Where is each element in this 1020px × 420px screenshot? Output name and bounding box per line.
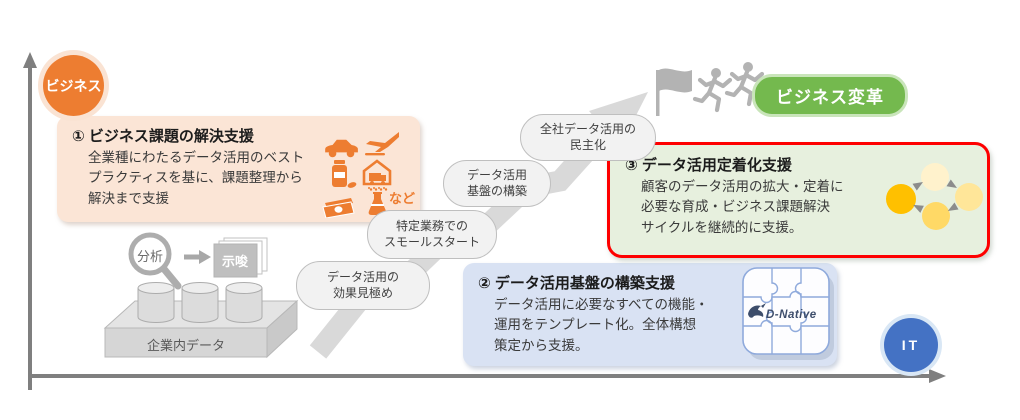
step-democratization: 全社データ活用の 民主化 <box>520 114 656 161</box>
insight-label: 示唆 <box>221 254 248 269</box>
box1-body-line: 全業種にわたるデータ活用のベスト <box>88 150 305 165</box>
database-cylinders-icon <box>137 282 263 323</box>
etc-label: など <box>389 191 416 206</box>
it-axis-badge: IT <box>884 318 938 372</box>
x-axis-arrow <box>30 369 946 383</box>
step-label-line: 基盤の構築 <box>466 183 527 198</box>
house-delivery-icon <box>362 159 392 189</box>
step-label-line: 特定業務での <box>395 218 468 233</box>
flag-icon <box>656 68 692 116</box>
airplane-icon <box>365 132 399 156</box>
step-label-line: スモールスタート <box>383 234 480 249</box>
y-axis-arrow <box>23 52 37 390</box>
step-effect-assessment: データ活用の 効果見極め <box>296 261 430 310</box>
box3-data-adoption-support: ③ データ活用定着化支援 顧客のデータ活用の拡大・定着に 必要な育成・ビジネス課… <box>607 142 990 258</box>
insight-documents-icon <box>213 237 268 278</box>
box1-body-line: 解決まで支援 <box>88 190 169 206</box>
step-label-line: 全社データ活用の <box>539 121 636 136</box>
step-label-line: データ活用の <box>326 269 399 284</box>
step-platform-build: データ活用 基盤の構築 <box>443 160 551 207</box>
runner-icon <box>724 62 765 107</box>
step-small-start: 特定業務での スモールスタート <box>367 210 497 259</box>
step-label-line: 民主化 <box>569 137 606 152</box>
puzzle-template-icon: D-Native <box>742 267 834 360</box>
right-arrow-icon <box>184 250 211 264</box>
car-icon <box>325 139 358 158</box>
analysis-label: 分析 <box>136 249 163 264</box>
step-label-line: データ活用 <box>466 167 527 182</box>
box3-title: ③ データ活用定着化支援 <box>625 157 792 174</box>
step-label-line: 効果見極め <box>332 285 393 300</box>
box2-data-platform-support: ② データ活用基盤の構築支援 データ活用に必要なすべての機能・ 運用をテンプレー… <box>463 263 837 366</box>
dolphin-icon <box>748 303 766 318</box>
box1-business-issue-support: ① ビジネス課題の解決支援 全業種にわたるデータ活用のベスト プラクティスを基に… <box>57 116 420 222</box>
beaker-icon <box>368 188 388 215</box>
box3-body: 顧客のデータ活用の拡大・定着に 必要な育成・ビジネス課題解決 サイクルを継続的に… <box>610 177 987 238</box>
money-icon <box>322 198 355 218</box>
box2-body: データ活用に必要なすべての機能・ 運用をテンプレート化。全体構想 策定から支援。 <box>463 295 837 356</box>
business-transformation-badge: ビジネス変革 <box>752 74 908 117</box>
runner-icon <box>692 68 733 113</box>
magnifier-icon <box>128 232 182 290</box>
box2-title: ② データ活用基盤の構築支援 <box>478 275 675 292</box>
medicine-bottle-icon <box>332 160 357 188</box>
enterprise-data-label: 企業内データ <box>146 338 225 353</box>
dnative-logo-text: D-Native <box>766 309 817 321</box>
box1-body-line: プラクティスを基に、課題整理から <box>88 170 303 186</box>
box3-body-line: 必要な育成・ビジネス課題解決 <box>641 199 830 215</box>
box1-body: 全業種にわたるデータ活用のベスト プラクティスを基に、課題整理から 解決まで支援 <box>57 148 420 209</box>
cycle-diagram-icon <box>886 163 983 230</box>
box3-body-line: サイクルを継続的に支援。 <box>641 219 803 235</box>
box3-body-line: 顧客のデータ活用の拡大・定着に <box>641 179 844 194</box>
box2-body-line: 策定から支援。 <box>494 337 589 353</box>
box2-body-line: データ活用に必要なすべての機能・ <box>494 297 709 312</box>
business-axis-badge: ビジネス <box>43 55 104 116</box>
box2-body-line: 運用をテンプレート化。全体構想 <box>494 317 697 333</box>
box1-title: ① ビジネス課題の解決支援 <box>72 128 254 145</box>
